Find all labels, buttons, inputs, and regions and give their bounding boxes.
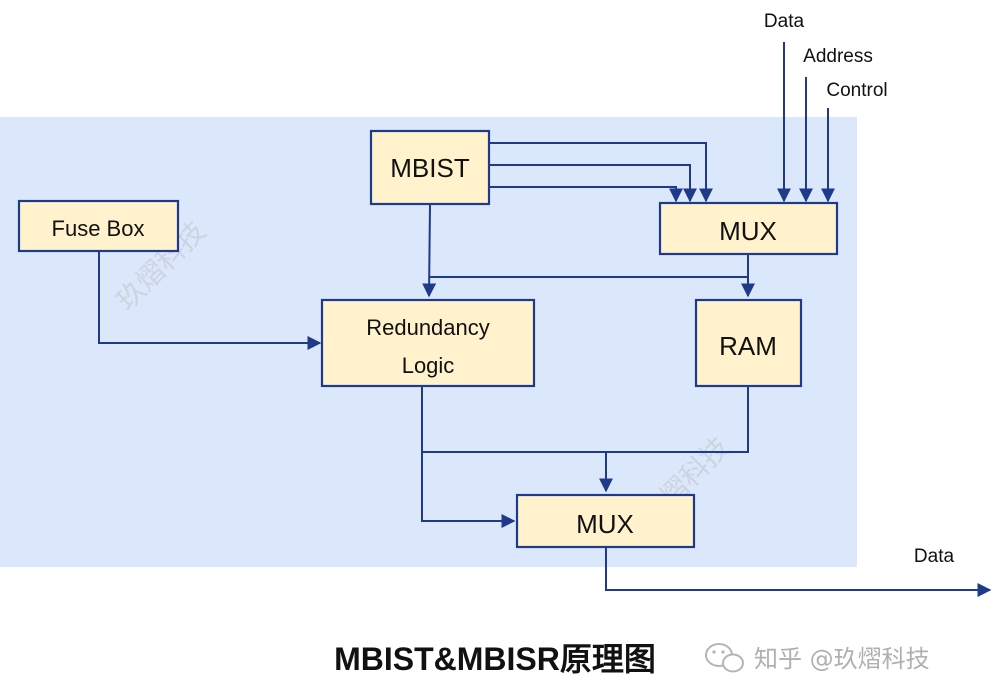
redundancy-to-mux-wire (421, 387, 516, 528)
source-watermark-text: 知乎 @玖熠科技 (754, 645, 930, 673)
data-output-label: Data (914, 546, 955, 567)
wechat-logo-icon (705, 643, 744, 673)
mbist-to-mux-wire-1 (489, 142, 713, 203)
control-input-label: Control (826, 80, 887, 101)
mux-bottom-block: MUX (515, 493, 696, 549)
source-watermark: 知乎 @玖熠科技 (705, 643, 930, 673)
redundancy-logic-block: Redundancy Logic (320, 298, 536, 388)
mbist-to-mux-wire-3 (489, 186, 683, 203)
mbist-label: MBIST (390, 153, 470, 183)
redundancy-label-line2: Logic (402, 353, 455, 378)
diagram-caption: MBIST&MBISR原理图 (334, 641, 656, 677)
address-input-label: Address (803, 46, 873, 67)
ram-block: RAM (694, 298, 803, 388)
data-input-label: Data (764, 11, 805, 32)
fuse-box-block: Fuse Box (17, 199, 180, 253)
fuse-to-redundancy-wire (98, 251, 322, 350)
mux-top-label: MUX (719, 216, 777, 246)
fuse-box-label: Fuse Box (52, 216, 145, 241)
mbist-to-mux-wire-2 (489, 164, 697, 203)
mux-top-block: MUX (658, 201, 839, 256)
mbist-block: MBIST (369, 129, 491, 206)
ram-label: RAM (719, 331, 777, 361)
ram-output-bus-wire (422, 386, 749, 453)
mbist-to-redundancy-wire (422, 204, 437, 298)
redundancy-label-line1: Redundancy (366, 315, 490, 340)
data-output-wire (605, 547, 992, 597)
mux-bottom-label: MUX (576, 509, 634, 539)
